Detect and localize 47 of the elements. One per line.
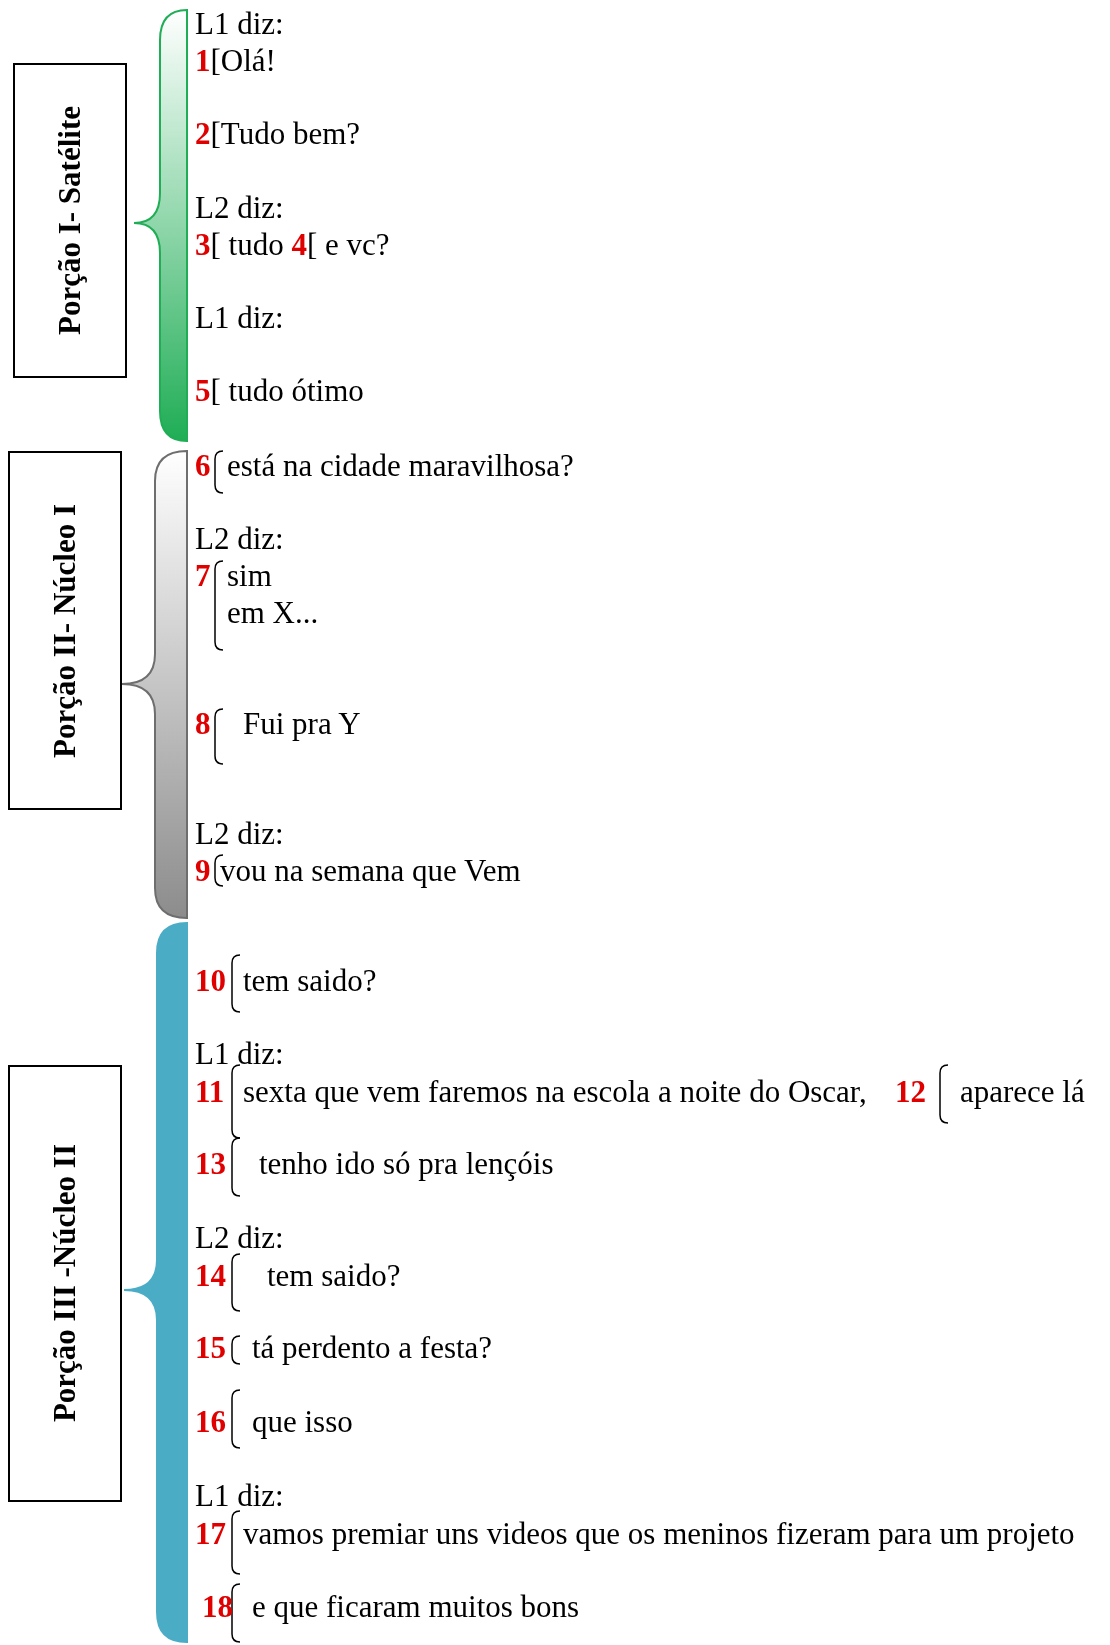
utterance-text: 2[Tudo bem? [195,118,361,150]
utterance-text: 1[Olá! [195,45,276,77]
line-number: 15 [195,1332,226,1364]
line-number: 12 [895,1076,926,1108]
utterance-text: e que ficaram muitos bons [252,1591,580,1623]
section-title: Porção I- Satélite [52,106,88,335]
line-number: 14 [195,1260,226,1292]
curly-brace [121,450,188,919]
utterance-text: aparece lá [960,1076,1085,1108]
line-number: 17 [195,1518,226,1550]
speaker-label: L2 diz: [195,523,284,555]
speaker-label: L1 diz: [195,302,284,334]
line-number: 9 [195,855,211,887]
curly-brace [123,922,188,1643]
section-box [13,63,127,378]
line-number: 8 [195,708,211,740]
utterance-text: tem saido? [267,1260,401,1292]
utterance-text: que isso [252,1406,353,1438]
speaker-label: L1 diz: [195,8,284,40]
line-number: 10 [195,965,226,997]
line-number: 11 [195,1076,225,1108]
line-number: 16 [195,1406,226,1438]
section-title: Porção II- Núcleo I [47,503,83,758]
speaker-label: L2 diz: [195,818,284,850]
utterance-text: tenho ido só pra lençóis [259,1148,554,1180]
line-number: 7 [195,560,211,592]
utterance-text: vou na semana que Vem [220,855,521,887]
utterance-text: 5[ tudo ótimo [195,375,364,407]
utterance-text: sexta que vem faremos na escola a noite do Oscar, [243,1076,867,1108]
section-title: Porção III -Núcleo II [47,1144,83,1423]
section-box [8,451,122,810]
speaker-label: L2 diz: [195,1222,284,1254]
utterance-text: vamos premiar uns videos que os meninos fizeram para um projeto [243,1518,1075,1550]
speaker-label: L2 diz: [195,192,284,224]
section-box [8,1065,122,1502]
utterance-text: em X... [227,597,319,629]
speaker-label: L1 diz: [195,1480,284,1512]
curly-brace [133,9,188,442]
line-number: 6 [195,450,211,482]
utterance-text: Fui pra Y [243,708,361,740]
utterance-text: sim [227,560,272,592]
utterance-text: está na cidade maravilhosa? [227,450,574,482]
utterance-text: tem saido? [243,965,377,997]
line-number: 13 [195,1148,226,1180]
utterance-text: tá perdento a festa? [252,1332,493,1364]
utterance-text: 3[ tudo 4[ e vc? [195,229,390,261]
speaker-label: L1 diz: [195,1038,284,1070]
